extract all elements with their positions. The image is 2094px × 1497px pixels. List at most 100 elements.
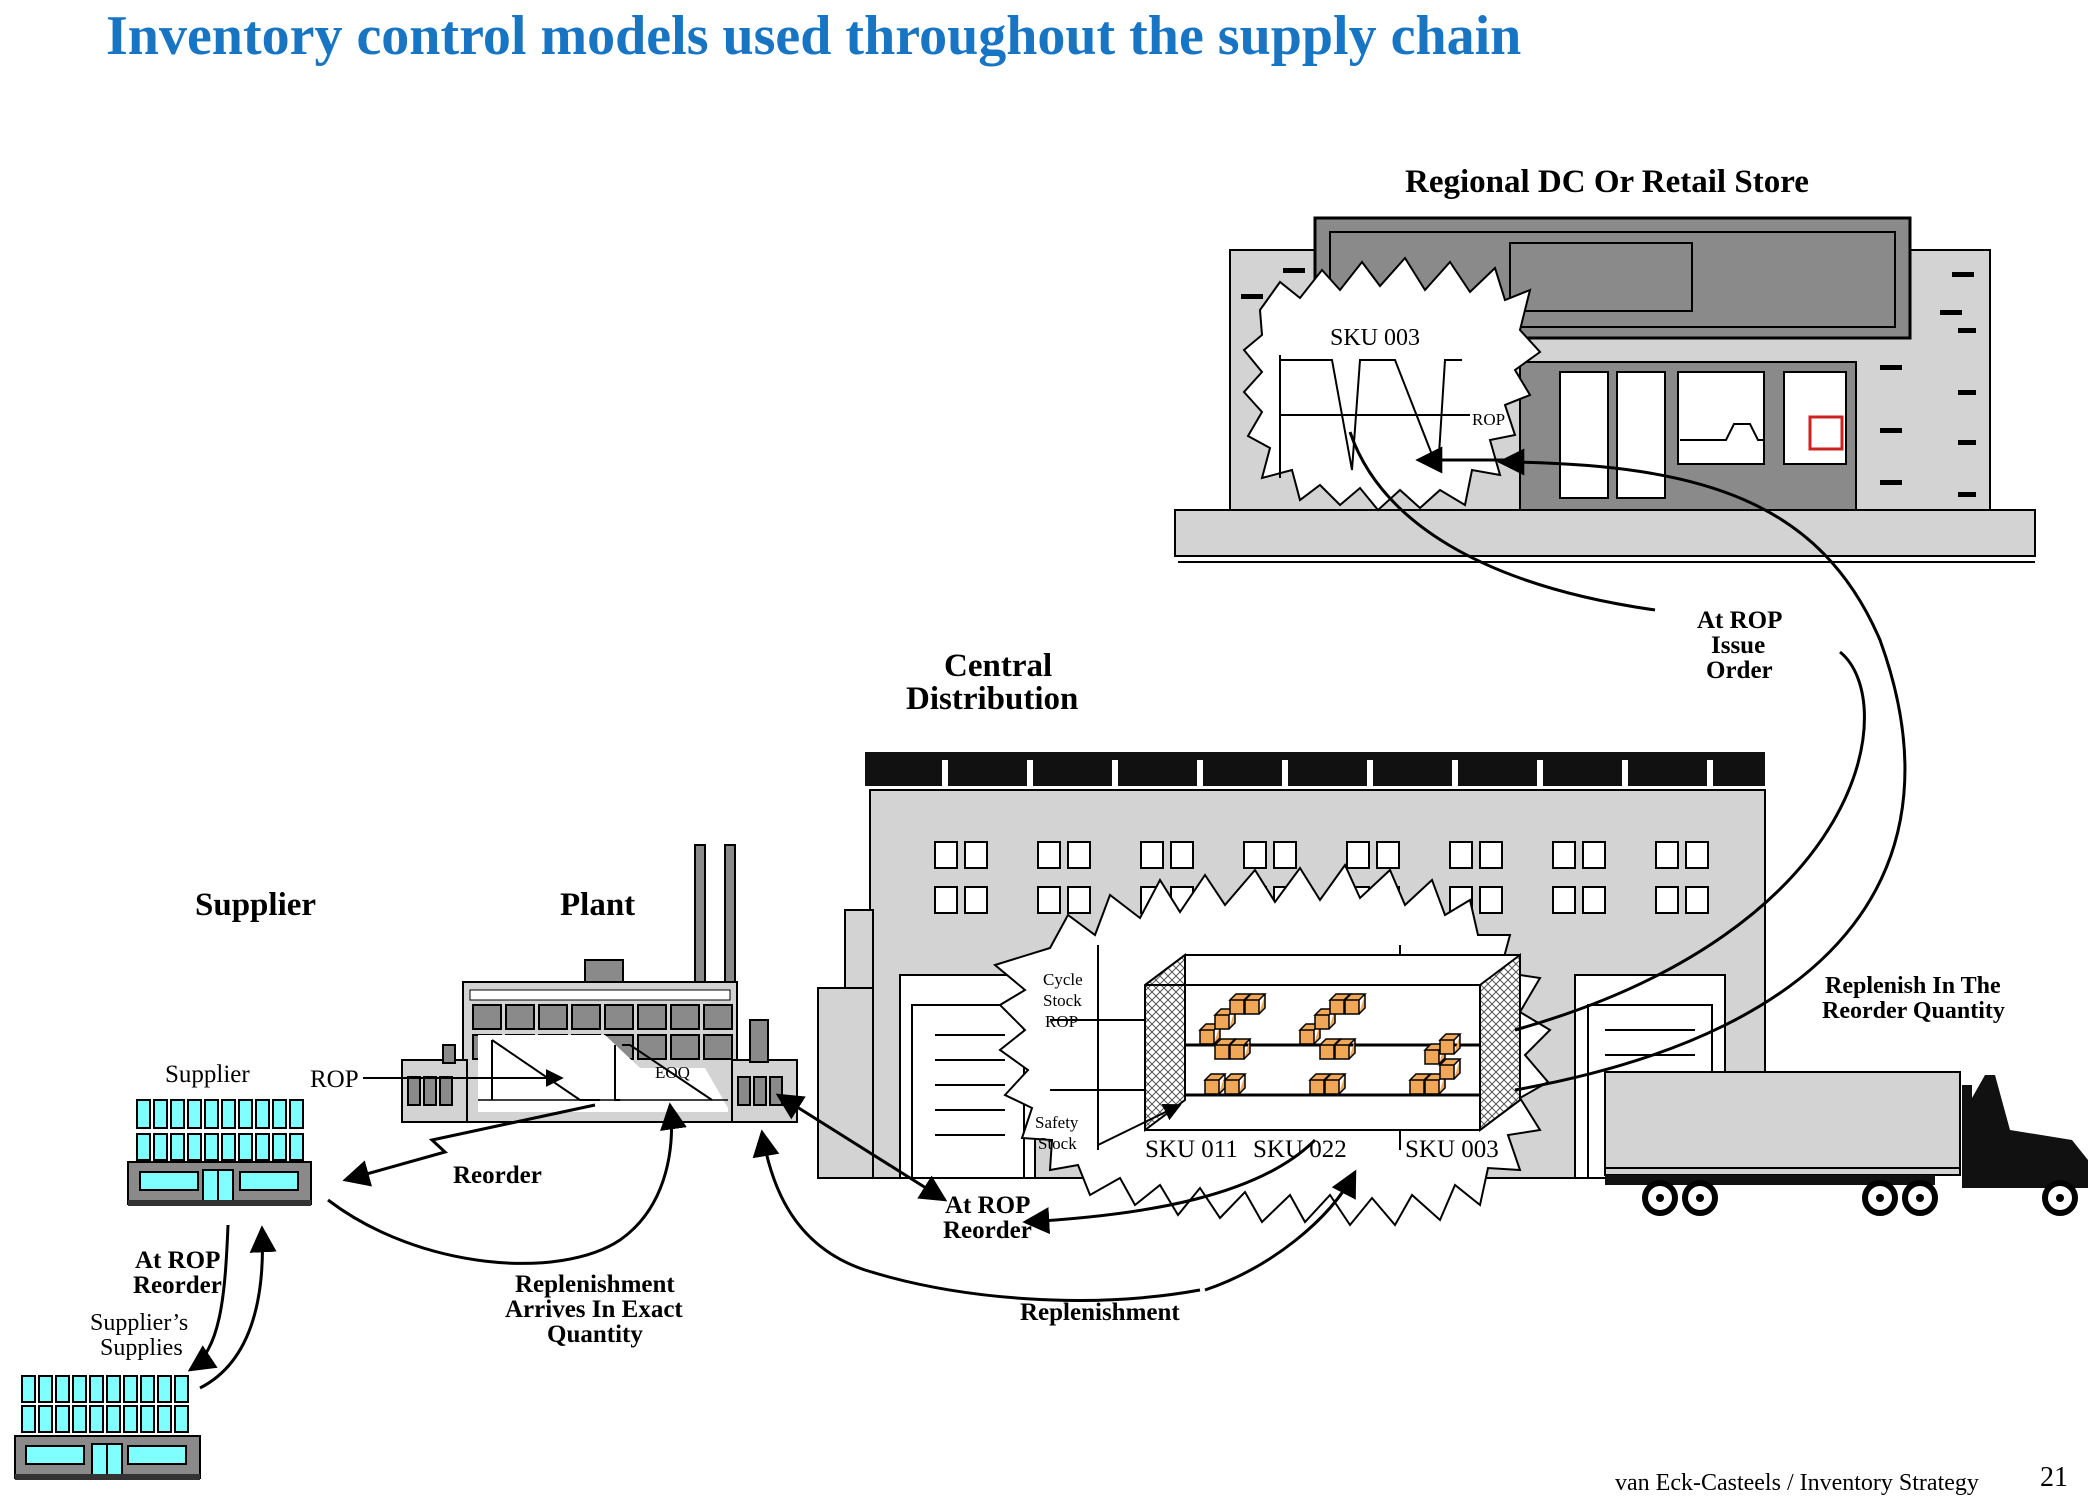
cycle-stock-label-1: Cycle — [1043, 970, 1083, 989]
suppliers-supplies-building — [14, 1375, 201, 1480]
store-sku-burst: SKU 003 ROP — [1242, 256, 1542, 512]
at-rop-issue-order-1: At ROP — [1697, 607, 1782, 634]
central-title-line1: Central — [944, 648, 1052, 684]
window-shape — [272, 1133, 287, 1161]
window-shape — [289, 1099, 304, 1129]
window-shape — [1376, 841, 1400, 869]
window-shape — [703, 1004, 733, 1030]
window-shape — [1037, 841, 1061, 869]
window-shape — [604, 1004, 634, 1030]
suppliers-supplies-label-2: Supplies — [100, 1335, 183, 1361]
page-title: Inventory control models used throughout… — [106, 5, 1522, 67]
at-rop-reorder-dc-1: At ROP — [945, 1192, 1030, 1219]
rop-store-label: ROP — [1472, 410, 1505, 429]
plant-building: EOQ — [401, 844, 798, 1123]
at-rop-issue-order-3: Order — [1706, 657, 1773, 684]
window-shape — [38, 1405, 53, 1433]
window-shape — [157, 1375, 172, 1403]
window-shape — [1140, 841, 1164, 869]
rop-plant-label: ROP — [310, 1066, 359, 1093]
window-shape — [187, 1099, 202, 1129]
cycle-stock-label-2: Stock — [1043, 991, 1082, 1010]
window-shape — [89, 1375, 104, 1403]
eoq-label: EOQ — [655, 1063, 690, 1082]
window-shape — [153, 1133, 168, 1161]
replenishment-exact-label-3: Quantity — [547, 1321, 643, 1348]
window-shape — [538, 1004, 568, 1030]
footer-credit: van Eck-Casteels / Inventory Strategy — [1615, 1470, 1979, 1496]
window-shape — [1479, 841, 1503, 869]
replenish-reorder-qty-2: Reorder Quantity — [1822, 998, 2005, 1024]
window-shape — [204, 1133, 219, 1161]
window-shape — [221, 1133, 236, 1161]
suppliers-supplies-label-1: Supplier’s — [90, 1310, 188, 1336]
replenishment-exact-label-1: Replenishment — [515, 1271, 675, 1298]
window-shape — [472, 1004, 502, 1030]
window-shape — [123, 1375, 138, 1403]
window-shape — [174, 1405, 189, 1433]
sku-003-store-label: SKU 003 — [1330, 325, 1420, 351]
window-shape — [1552, 886, 1576, 914]
window-shape — [670, 1004, 700, 1030]
replenishment-exact-label-2: Arrives In Exact — [505, 1296, 683, 1323]
window-shape — [1243, 841, 1267, 869]
at-rop-reorder-dc-2: Reorder — [943, 1217, 1032, 1244]
at-rop-issue-order-2: Issue — [1711, 632, 1765, 659]
window-shape — [153, 1099, 168, 1129]
replenishment-label: Replenishment — [1020, 1299, 1180, 1326]
page-number: 21 — [2040, 1462, 2068, 1493]
window-shape — [106, 1405, 121, 1433]
window-shape — [1655, 841, 1679, 869]
window-shape — [1346, 841, 1370, 869]
window-shape — [123, 1405, 138, 1433]
supplier-title: Supplier — [195, 887, 316, 923]
window-shape — [140, 1405, 155, 1433]
window-shape — [1479, 886, 1503, 914]
window-shape — [136, 1133, 151, 1161]
at-rop-reorder-supplier-1: At ROP — [135, 1247, 220, 1274]
window-shape — [238, 1133, 253, 1161]
plant-title: Plant — [560, 887, 635, 923]
window-shape — [140, 1375, 155, 1403]
window-shape — [174, 1375, 189, 1403]
window-shape — [1273, 841, 1297, 869]
supplier-building-label: Supplier — [165, 1061, 250, 1088]
inventory-box — [1438, 1033, 1462, 1055]
window-shape — [703, 1034, 733, 1060]
window-shape — [637, 1004, 667, 1030]
safety-stock-label-1: Safety — [1035, 1113, 1079, 1132]
reorder-label: Reorder — [453, 1162, 542, 1189]
window-shape — [1655, 886, 1679, 914]
central-title-line2: Distribution — [906, 681, 1078, 717]
replenish-reorder-qty-1: Replenish In The — [1825, 973, 2001, 999]
window-shape — [170, 1133, 185, 1161]
window-shape — [1552, 841, 1576, 869]
window-shape — [55, 1405, 70, 1433]
window-shape — [55, 1375, 70, 1403]
window-shape — [934, 841, 958, 869]
safety-stock-arrow — [1097, 1104, 1182, 1146]
window-shape — [1449, 841, 1473, 869]
window-shape — [72, 1405, 87, 1433]
window-shape — [1067, 886, 1091, 914]
window-shape — [21, 1375, 36, 1403]
inventory-box — [1243, 993, 1267, 1015]
window-shape — [170, 1099, 185, 1129]
window-shape — [670, 1034, 700, 1060]
window-shape — [964, 886, 988, 914]
supplier-building — [127, 1098, 312, 1206]
inventory-box — [1343, 993, 1367, 1015]
regional-store-title: Regional DC Or Retail Store — [1405, 164, 1809, 200]
window-shape — [187, 1133, 202, 1161]
window-shape — [934, 886, 958, 914]
inventory-box — [1228, 1038, 1252, 1060]
flow-arrows — [187, 431, 1907, 1390]
window-shape — [255, 1133, 270, 1161]
inventory-box — [1438, 1058, 1462, 1080]
sku-011-label: SKU 011 — [1145, 1136, 1238, 1163]
window-shape — [221, 1099, 236, 1129]
sku-003-dc-label: SKU 003 — [1405, 1136, 1499, 1163]
window-shape — [255, 1099, 270, 1129]
window-shape — [238, 1099, 253, 1129]
